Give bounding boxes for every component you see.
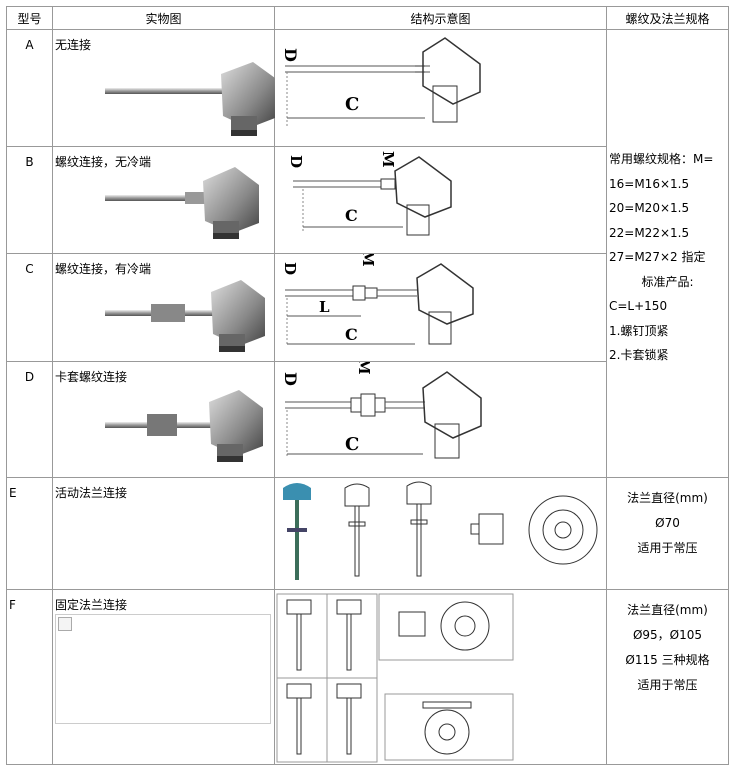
dimension-m: M	[379, 151, 397, 168]
dimension-m: M	[359, 254, 377, 267]
spec-line: 27=M27×2 指定	[609, 250, 706, 264]
spec-line: 2.卡套锁紧	[609, 348, 669, 362]
broken-image-placeholder	[55, 614, 271, 724]
dimension-d: D	[281, 372, 300, 386]
photo-cell: 螺纹连接，有冷端	[52, 253, 275, 362]
table-row: A 无连接 D C	[6, 29, 729, 478]
spec-line: 常用螺纹规格：M=	[609, 152, 714, 166]
photo-cell: 螺纹连接，无冷端	[52, 146, 275, 254]
header-diagram: 结构示意图	[274, 6, 607, 30]
dimension-c: C	[345, 434, 359, 455]
table-row: D 卡套螺纹连接 D M	[6, 361, 729, 478]
structure-diagram: D M C	[281, 362, 482, 459]
spec-line: Ø115 三种规格	[625, 653, 710, 667]
dimension-c: C	[345, 206, 358, 225]
structure-diagram: D M C	[287, 151, 452, 236]
header-photo: 实物图	[52, 6, 275, 30]
connection-label: 活动法兰连接	[55, 486, 128, 500]
dimension-c: C	[345, 325, 358, 344]
spec-line: 法兰直径(mm)	[627, 491, 708, 505]
dimension-l: L	[319, 298, 330, 316]
connection-label: 无连接	[55, 38, 92, 52]
flange-spec-cell: 法兰直径(mm) Ø95，Ø105 Ø115 三种规格 适用于常压	[606, 589, 729, 765]
model-cell: A	[6, 29, 53, 147]
spec-line: C=L+150	[609, 299, 668, 313]
model-cell: F	[6, 589, 53, 765]
model-cell: C	[6, 253, 53, 362]
photo-cell: 固定法兰连接	[52, 589, 275, 765]
spec-line: 20=M20×1.5	[609, 201, 690, 215]
structure-diagram: D C	[281, 37, 481, 126]
photo-cell: 无连接	[52, 29, 275, 147]
thermocouple-photo	[105, 280, 265, 352]
diagram-cell: D C	[274, 29, 607, 147]
photo-cell: 卡套螺纹连接	[52, 361, 275, 478]
diagram-cell	[274, 589, 607, 765]
thermocouple-photo	[105, 167, 259, 239]
thermocouple-photo	[105, 62, 275, 136]
spec-line: 适用于常压	[637, 541, 698, 555]
spec-line: 1.螺钉顶紧	[609, 323, 669, 338]
diagram-cell: D M C	[274, 146, 607, 254]
thermocouple-photo	[105, 390, 263, 462]
table-row: B 螺纹连接，无冷端 D M C	[6, 146, 729, 254]
diagram-cell: D M C	[274, 361, 607, 478]
spec-line: Ø95，Ø105	[632, 628, 703, 642]
dimension-d: D	[281, 48, 300, 62]
connection-label: 固定法兰连接	[55, 598, 128, 612]
spec-line: 法兰直径(mm)	[627, 603, 708, 617]
model-cell: B	[6, 146, 53, 254]
dimension-d: D	[287, 155, 305, 168]
flange-diagrams	[276, 593, 514, 763]
photo-cell: 活动法兰连接	[52, 477, 275, 590]
dimension-d: D	[281, 262, 299, 275]
spec-line: 16=M16×1.5	[609, 176, 690, 191]
model-cell: D	[6, 361, 53, 478]
model-cell: E	[6, 477, 53, 590]
dimension-m: M	[355, 362, 373, 375]
flange-spec-cell: 法兰直径(mm) Ø70 适用于常压	[606, 477, 729, 590]
diagram-cell	[274, 477, 607, 590]
connection-label: 螺纹连接，无冷端	[55, 155, 152, 169]
connection-label: 卡套螺纹连接	[55, 370, 128, 384]
header-row: 型号 实物图 结构示意图 螺纹及法兰规格	[6, 6, 729, 30]
table-row: E 活动法兰连接 法兰直径(mm)	[6, 477, 729, 590]
dimension-c: C	[345, 94, 359, 115]
spec-line: 标准产品:	[641, 274, 694, 289]
header-model: 型号	[6, 6, 53, 30]
structure-diagram: D M L C	[281, 254, 474, 346]
flange-diagrams	[283, 481, 598, 580]
spec-line: Ø70	[655, 516, 680, 530]
thread-spec-cell: 常用螺纹规格：M= 16=M16×1.5 20=M20×1.5 22=M22×1…	[606, 29, 729, 478]
table-row: F 固定法兰连接	[6, 589, 729, 765]
connection-label: 螺纹连接，有冷端	[55, 262, 152, 276]
broken-image-icon	[58, 617, 72, 631]
spec-line: 22=M22×1.5	[609, 225, 690, 240]
table-row: C 螺纹连接，有冷端 D M	[6, 253, 729, 362]
header-spec: 螺纹及法兰规格	[606, 6, 729, 30]
spec-line: 适用于常压	[637, 678, 698, 692]
diagram-cell: D M L C	[274, 253, 607, 362]
spec-table: 型号 实物图 结构示意图 螺纹及法兰规格 A 无连接 D	[6, 6, 729, 765]
